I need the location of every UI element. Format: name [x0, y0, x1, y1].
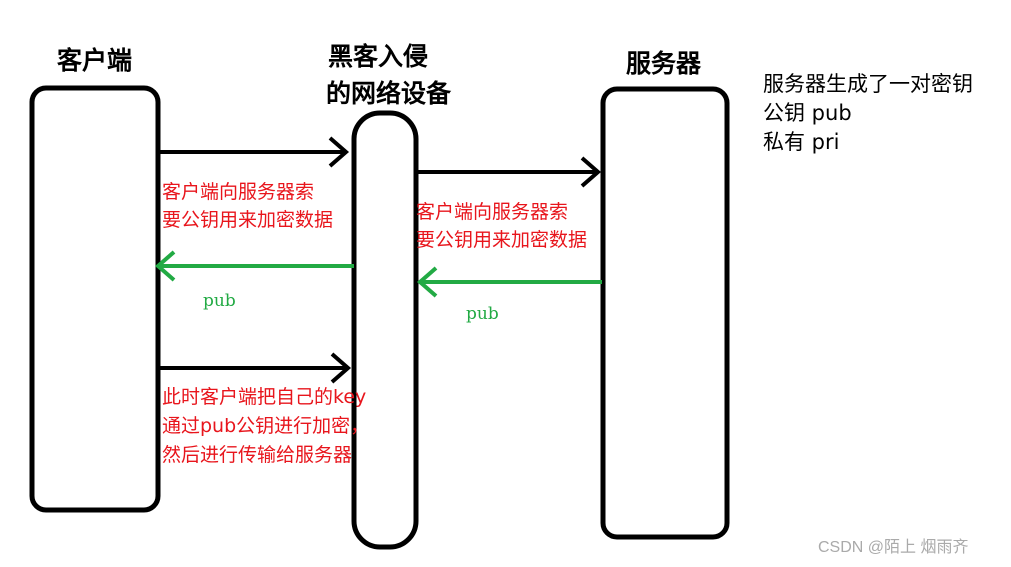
attacker-label-line1: 黑客入侵	[328, 42, 429, 71]
watermark: CSDN @陌上 烟雨齐	[818, 539, 969, 556]
key-send-text-line3: 然后进行传输给服务器	[162, 444, 353, 466]
server-note-line3: 私有 pri	[763, 130, 840, 154]
server-note-line1: 服务器生成了一对密钥	[763, 72, 973, 96]
pub-to-attacker-label: pub	[466, 304, 499, 324]
client-label: 客户端	[57, 46, 133, 75]
attacker-lifeline	[351, 110, 419, 550]
arrow-client-to-attacker-request	[160, 136, 350, 168]
server-label: 服务器	[626, 49, 702, 78]
arrow-client-to-attacker-key	[160, 352, 352, 384]
key-send-text-line1: 此时客户端把自己的key	[162, 386, 367, 408]
arrow-attacker-to-server-request	[418, 156, 602, 188]
attacker-label-line2: 的网络设备	[326, 79, 452, 108]
client-request-text-line1: 客户端向服务器索	[162, 181, 315, 203]
relay-request-text-line2: 要公钥用来加密数据	[416, 229, 588, 251]
client-request-text-line2: 要公钥用来加密数据	[162, 209, 334, 231]
server-lifeline	[600, 86, 730, 540]
arrow-server-to-attacker-pub	[416, 266, 602, 298]
relay-request-text-line1: 客户端向服务器索	[416, 201, 569, 223]
client-lifeline	[29, 85, 161, 513]
arrow-attacker-to-client-pub	[154, 250, 354, 282]
server-note-line2: 公钥 pub	[763, 101, 852, 125]
key-send-text-line2: 通过pub公钥进行加密，	[162, 415, 370, 437]
pub-to-client-label: pub	[203, 291, 236, 311]
